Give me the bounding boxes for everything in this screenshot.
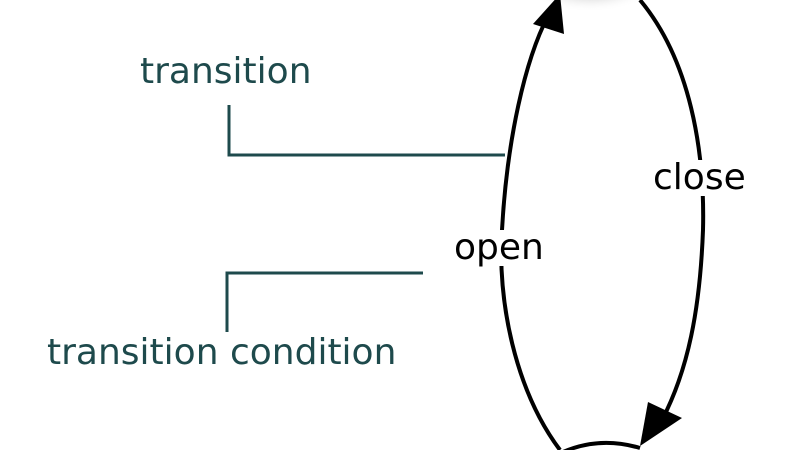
close-edge-label: close [653, 157, 746, 198]
open-edge-label: open [454, 227, 544, 268]
transition-condition-leader-line [225, 271, 423, 332]
top-state-node [535, 0, 645, 12]
transition-leader-line [227, 105, 505, 157]
close-transition-edge [638, 0, 706, 421]
transition-annotation-label: transition [140, 51, 312, 92]
close-arrowhead [640, 402, 682, 446]
bottom-state-node [562, 440, 641, 450]
open-arrowhead [533, 0, 564, 34]
transition-condition-annotation-label: transition condition [47, 332, 397, 373]
